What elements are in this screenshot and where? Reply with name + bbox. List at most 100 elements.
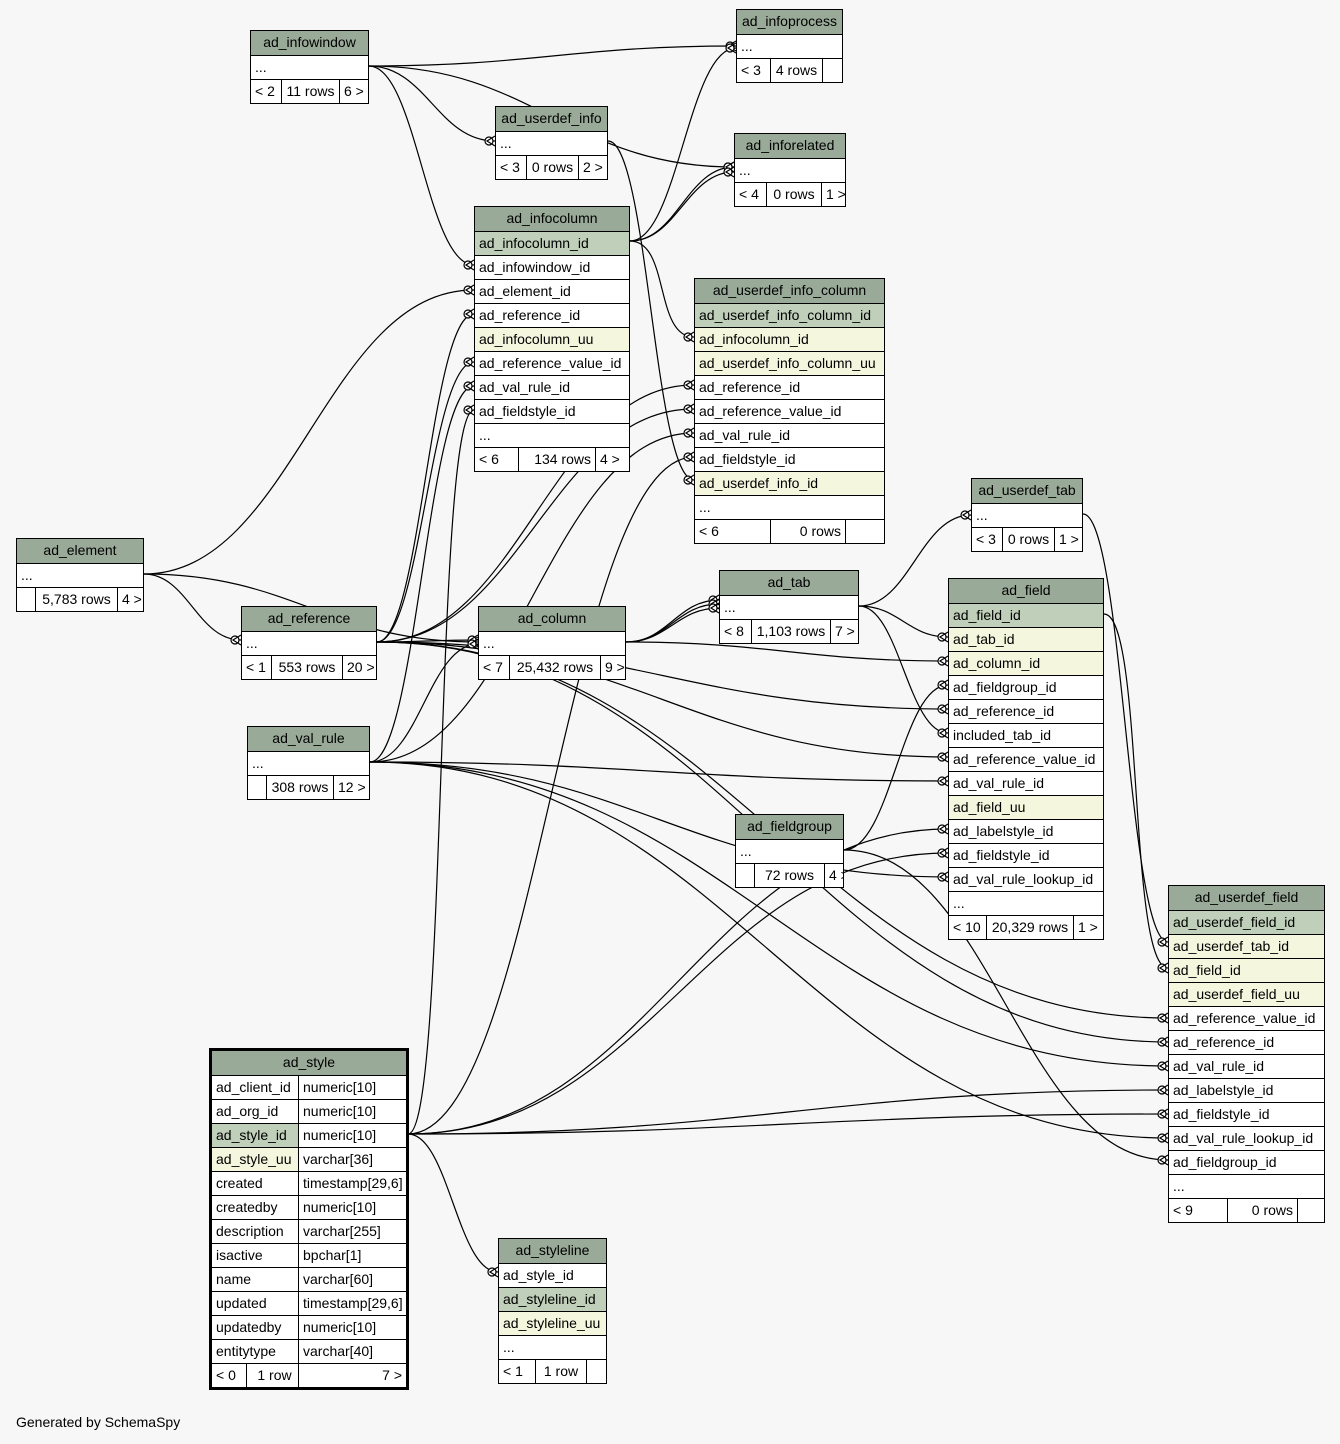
column-row[interactable]: ad_style_id [499,1263,606,1287]
column-row[interactable]: ad_labelstyle_id [949,819,1103,843]
column-row[interactable]: ad_reference_id [949,699,1103,723]
parents-count: < 1 [503,1363,523,1379]
table-name: ad_style [282,1054,336,1070]
column-row[interactable]: ad_userdef_info_id [695,471,884,495]
column-row[interactable]: ad_tab_id [949,627,1103,651]
column-row[interactable]: ad_fieldstyle_id [949,843,1103,867]
column-row[interactable]: ad_infocolumn_uu [475,327,629,351]
column-row[interactable]: ... [695,495,884,519]
column-name: ... [741,38,753,54]
column-row[interactable]: ... [972,503,1082,527]
column-row[interactable]: ad_field_id [949,603,1103,627]
column-row[interactable]: included_tab_id [949,723,1103,747]
column-row[interactable]: ... [735,158,845,182]
column-row[interactable]: ad_column_id [949,651,1103,675]
column-row[interactable]: ad_val_rule_lookup_id [1169,1126,1324,1150]
column-name: ad_fieldstyle_id [479,403,576,419]
column-row[interactable]: ad_fieldgroup_id [1169,1150,1324,1174]
column-row[interactable]: ... [17,563,143,587]
column-row[interactable]: ... [242,631,376,655]
column-row[interactable]: ad_styleline_id [499,1287,606,1311]
column-row[interactable]: ad_fieldstyle_id [475,399,629,423]
column-row[interactable]: ... [499,1335,606,1359]
column-row[interactable]: ad_reference_value_id [1169,1006,1324,1030]
many-marker [938,775,949,787]
column-row[interactable]: ad_userdef_tab_id [1169,934,1324,958]
column-row[interactable]: ad_reference_value_id [695,399,884,423]
column-row[interactable]: ... [737,34,842,58]
column-row[interactable]: ad_infocolumn_id [695,327,884,351]
relationship-line [629,171,735,242]
column-row[interactable]: ad_element_id [475,279,629,303]
column-row[interactable]: ad_infocolumn_id [475,231,629,255]
column-row[interactable]: ad_reference_id [475,303,629,327]
column-row[interactable]: ad_field_uu [949,795,1103,819]
column-row[interactable]: ... [475,423,629,447]
column-row[interactable]: ad_reference_value_id [949,747,1103,771]
column-row[interactable]: ... [949,891,1103,915]
column-row[interactable]: ad_field_id [1169,958,1324,982]
column-row[interactable]: ... [736,839,843,863]
column-row[interactable]: ad_fieldstyle_id [1169,1102,1324,1126]
many-marker [961,509,972,521]
column-row[interactable]: ... [251,55,368,79]
column-row[interactable]: ad_userdef_info_column_uu [695,351,884,375]
column-row[interactable]: ad_val_rule_id [1169,1054,1324,1078]
column-row[interactable]: ad_userdef_field_uu [1169,982,1324,1006]
column-row[interactable]: ... [1169,1174,1324,1198]
column-row[interactable]: ... [720,595,858,619]
column-row[interactable]: ad_userdef_field_id [1169,910,1324,934]
column-row[interactable]: ad_reference_value_id [475,351,629,375]
column-row[interactable]: ... [496,131,607,155]
column-row[interactable]: ... [248,751,369,775]
column-row[interactable]: ad_reference_id [1169,1030,1324,1054]
column-row[interactable]: ad_userdef_info_column_id [695,303,884,327]
column-row[interactable]: ad_fieldstyle_id [695,447,884,471]
many-marker [684,427,695,439]
column-row[interactable]: ad_styleline_uu [499,1311,606,1335]
row-count: 72 rows [754,864,824,887]
column-row[interactable]: ad_fieldgroup_id [949,675,1103,699]
column-row[interactable]: ad_infowindow_id [475,255,629,279]
column-row[interactable]: ad_val_rule_id [949,771,1103,795]
column-row[interactable]: ad_val_rule_id [695,423,884,447]
column-row[interactable]: ad_val_rule_id [475,375,629,399]
column-row[interactable]: ad_labelstyle_id [1169,1078,1324,1102]
row-count: 0 rows [766,183,821,206]
column-row[interactable]: ad_val_rule_lookup_id [949,867,1103,891]
column-row[interactable]: ad_reference_id [695,375,884,399]
column-row[interactable]: ... [479,631,625,655]
table-name: ad_styleline [515,1242,590,1258]
